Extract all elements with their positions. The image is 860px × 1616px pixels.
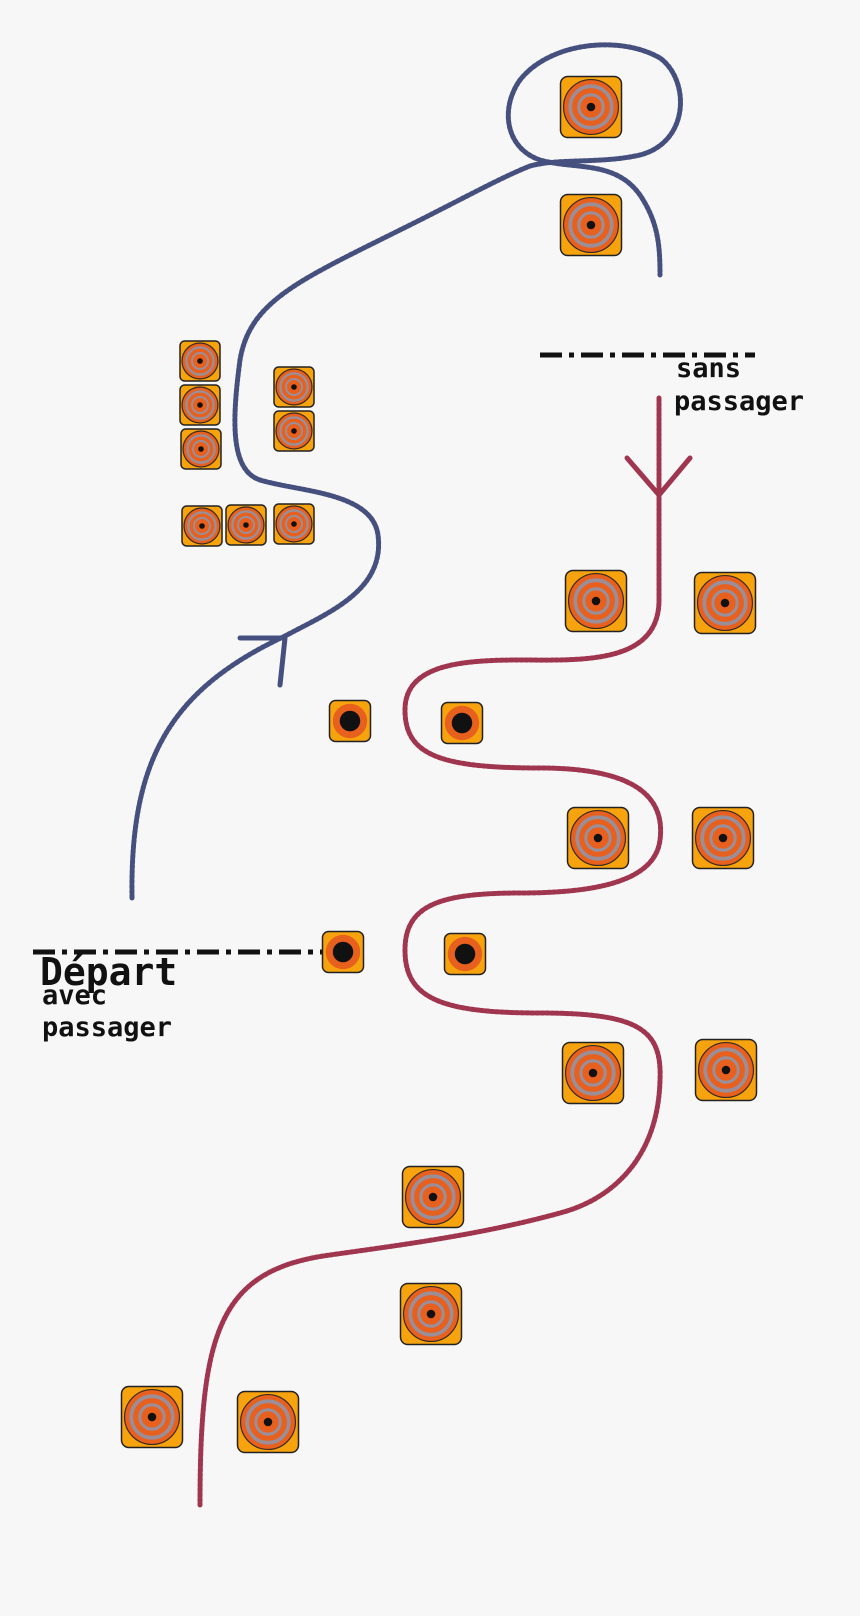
cone-icon — [179, 384, 221, 426]
cone-icon — [273, 503, 315, 545]
start-label-line1: avec — [42, 980, 107, 1011]
marker-cone-icon — [443, 932, 487, 976]
marker-cone-icon — [440, 701, 484, 745]
cone-icon — [180, 428, 222, 470]
cone-icon — [559, 193, 623, 257]
cone-icon — [179, 340, 221, 382]
return-label-line2: passager — [674, 386, 804, 417]
cone-icon — [236, 1390, 300, 1454]
route-without-passenger-arrow — [624, 455, 693, 498]
cones-group — [120, 75, 758, 1454]
marker-cone-icon — [328, 699, 372, 743]
cone-icon — [559, 75, 623, 139]
route-with-passenger-arrow — [237, 635, 288, 688]
marker-cone-icon — [321, 930, 365, 974]
cone-icon — [181, 505, 223, 547]
cone-icon — [561, 1041, 625, 1105]
cone-icon — [564, 569, 628, 633]
cone-icon — [401, 1165, 465, 1229]
return-label-line1: sans — [676, 353, 741, 384]
route-without-passenger — [197, 395, 664, 1508]
cone-icon — [691, 806, 755, 870]
cone-icon — [120, 1385, 184, 1449]
cone-icon — [693, 571, 757, 635]
cone-icon — [694, 1038, 758, 1102]
cone-icon — [273, 366, 315, 408]
cone-icon — [566, 806, 630, 870]
route-with-passenger — [129, 42, 683, 901]
cone-icon — [273, 410, 315, 452]
start-label-line2: passager — [42, 1012, 172, 1043]
cone-icon — [399, 1282, 463, 1346]
cone-icon — [225, 504, 267, 546]
start-title: Départ — [40, 950, 177, 994]
